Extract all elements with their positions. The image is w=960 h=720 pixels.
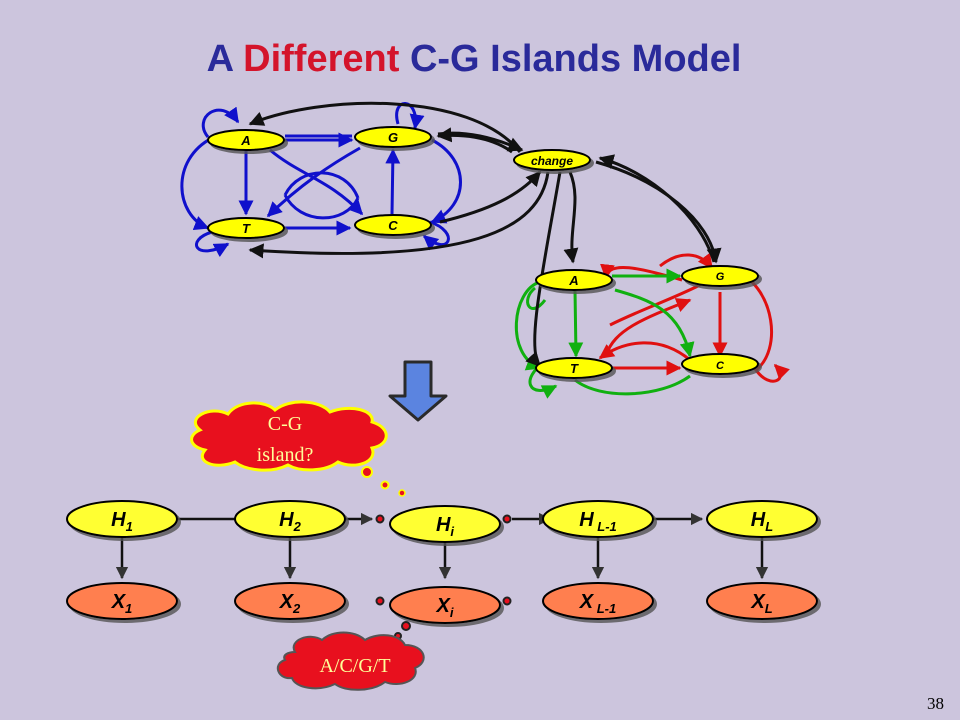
cloud-acgt-text: A/C/G/T	[319, 655, 390, 677]
thought-bubble-dot	[398, 489, 406, 497]
green-model-edges	[514, 268, 695, 399]
node-label: change	[531, 154, 573, 168]
observed-node-5: XL	[706, 582, 818, 620]
hidden-node-1-label: H1	[111, 509, 133, 534]
change-node: change	[513, 149, 591, 171]
blue-model-edges	[180, 102, 462, 258]
hidden-node-4: H L-1	[542, 500, 654, 538]
down-arrow-icon	[388, 360, 448, 422]
blue-node-A: A	[207, 129, 285, 151]
hidden-node-4-label: H L-1	[579, 509, 617, 534]
hmm-emission-arrows	[115, 538, 769, 580]
observed-node-3-label: Xi	[436, 595, 454, 620]
red-node-A: A	[535, 269, 613, 291]
node-label: G	[388, 130, 398, 145]
hidden-node-5: HL	[706, 500, 818, 538]
observed-node-3: Xi	[389, 586, 501, 624]
node-label: A	[568, 273, 578, 288]
hidden-node-2: H2	[234, 500, 346, 538]
cloud-acgt: A/C/G/T	[276, 621, 425, 691]
observed-node-5-label: XL	[750, 591, 772, 616]
node-label: T	[242, 221, 251, 236]
red-node-T: T	[535, 357, 613, 379]
blue-node-G: G	[354, 126, 432, 148]
observed-node-2: X2	[234, 582, 346, 620]
node-label: C	[388, 218, 398, 233]
page-number: 38	[927, 694, 944, 713]
hidden-node-1: H1	[66, 500, 178, 538]
node-label: C	[716, 360, 725, 372]
node-label: A	[240, 133, 250, 148]
change-connections	[248, 101, 722, 368]
node-label: G	[716, 271, 725, 283]
observed-node-2-label: X2	[279, 591, 301, 616]
thought-bubble-dot	[361, 466, 373, 478]
hidden-node-5-label: HL	[751, 509, 773, 534]
hmm-ellipsis-dots	[375, 514, 512, 606]
cloud-line-1: C-G	[268, 413, 302, 435]
thought-bubble-dot	[380, 480, 390, 490]
observed-nodes: X1 X2 Xi X L-1 XL	[66, 582, 818, 624]
hidden-node-3-label: Hi	[436, 514, 454, 539]
slide-title: A Different C-G Islands Model	[206, 38, 742, 80]
red-node-C: C	[681, 353, 759, 375]
observed-node-1-label: X1	[111, 591, 133, 616]
hidden-node-3: Hi	[389, 505, 501, 543]
observed-node-4-label: X L-1	[579, 591, 616, 616]
red-node-G: G	[681, 265, 759, 287]
blue-node-C: C	[354, 214, 432, 236]
hidden-state-nodes: H1 H2 Hi H L-1 HL	[66, 500, 818, 543]
blue-node-T: T	[207, 217, 285, 239]
thought-bubble-dot	[401, 621, 411, 631]
cloud-line-2: island?	[257, 444, 314, 466]
hidden-node-2-label: H2	[279, 509, 301, 534]
observed-node-1: X1	[66, 582, 178, 620]
observed-node-4: X L-1	[542, 582, 654, 620]
cloud-cg-island: C-G island?	[190, 400, 406, 497]
node-label: T	[570, 361, 579, 376]
